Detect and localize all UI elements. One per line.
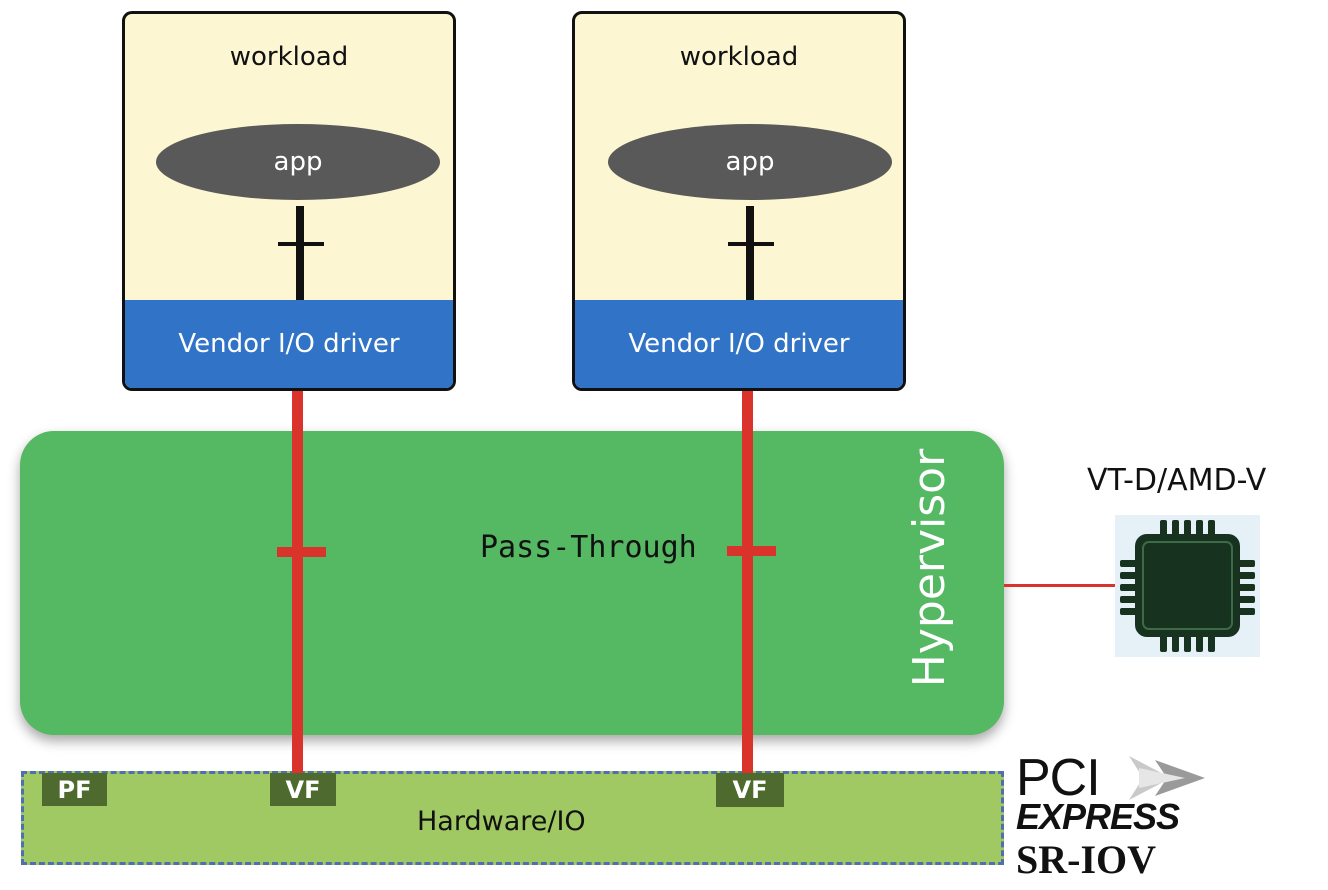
app-driver-connector-2: [746, 206, 754, 302]
connector-tick-2: [728, 242, 774, 246]
connector-tick-1: [278, 242, 324, 246]
app-ellipse-1: app: [156, 124, 440, 200]
workload-title-2: workload: [679, 42, 799, 72]
cpu-chip-icon: [1120, 520, 1255, 652]
workload-box-1: workload app Vendor I/O driver: [122, 11, 456, 391]
vendor-driver-2: Vendor I/O driver: [575, 300, 903, 388]
workload-title-1: workload: [229, 42, 349, 72]
workload-box-2: workload app Vendor I/O driver: [572, 11, 906, 391]
pcie-logo-line2: EXPRESS: [1016, 796, 1180, 837]
pcie-logo-line1: PCI: [1016, 749, 1101, 807]
chip-label: VT-D/AMD-V: [1087, 463, 1267, 498]
pcie-logo-line3: SR-IOV: [1016, 837, 1157, 882]
hypervisor-chip-link: [1004, 584, 1122, 587]
hypervisor-block: [20, 431, 1004, 735]
passthrough-link-1: [292, 391, 303, 781]
app-driver-connector-1: [296, 206, 304, 302]
pcie-arrow-icon: [1129, 756, 1205, 800]
hardware-label: Hardware/IO: [417, 806, 586, 837]
passthrough-label: Pass-Through: [480, 530, 697, 565]
passthrough-link-2: [742, 391, 753, 781]
hardware-io-block: [21, 771, 1004, 865]
pf-badge: PF: [42, 773, 107, 806]
hypervisor-label: Hypervisor: [904, 448, 955, 688]
app-ellipse-2: app: [608, 124, 892, 200]
vendor-driver-1: Vendor I/O driver: [125, 300, 453, 388]
vf-badge-2: VF: [716, 773, 784, 807]
passthrough-link-1-tick: [277, 547, 326, 557]
passthrough-link-2-tick: [727, 546, 776, 556]
vf-badge-1: VF: [270, 773, 336, 806]
